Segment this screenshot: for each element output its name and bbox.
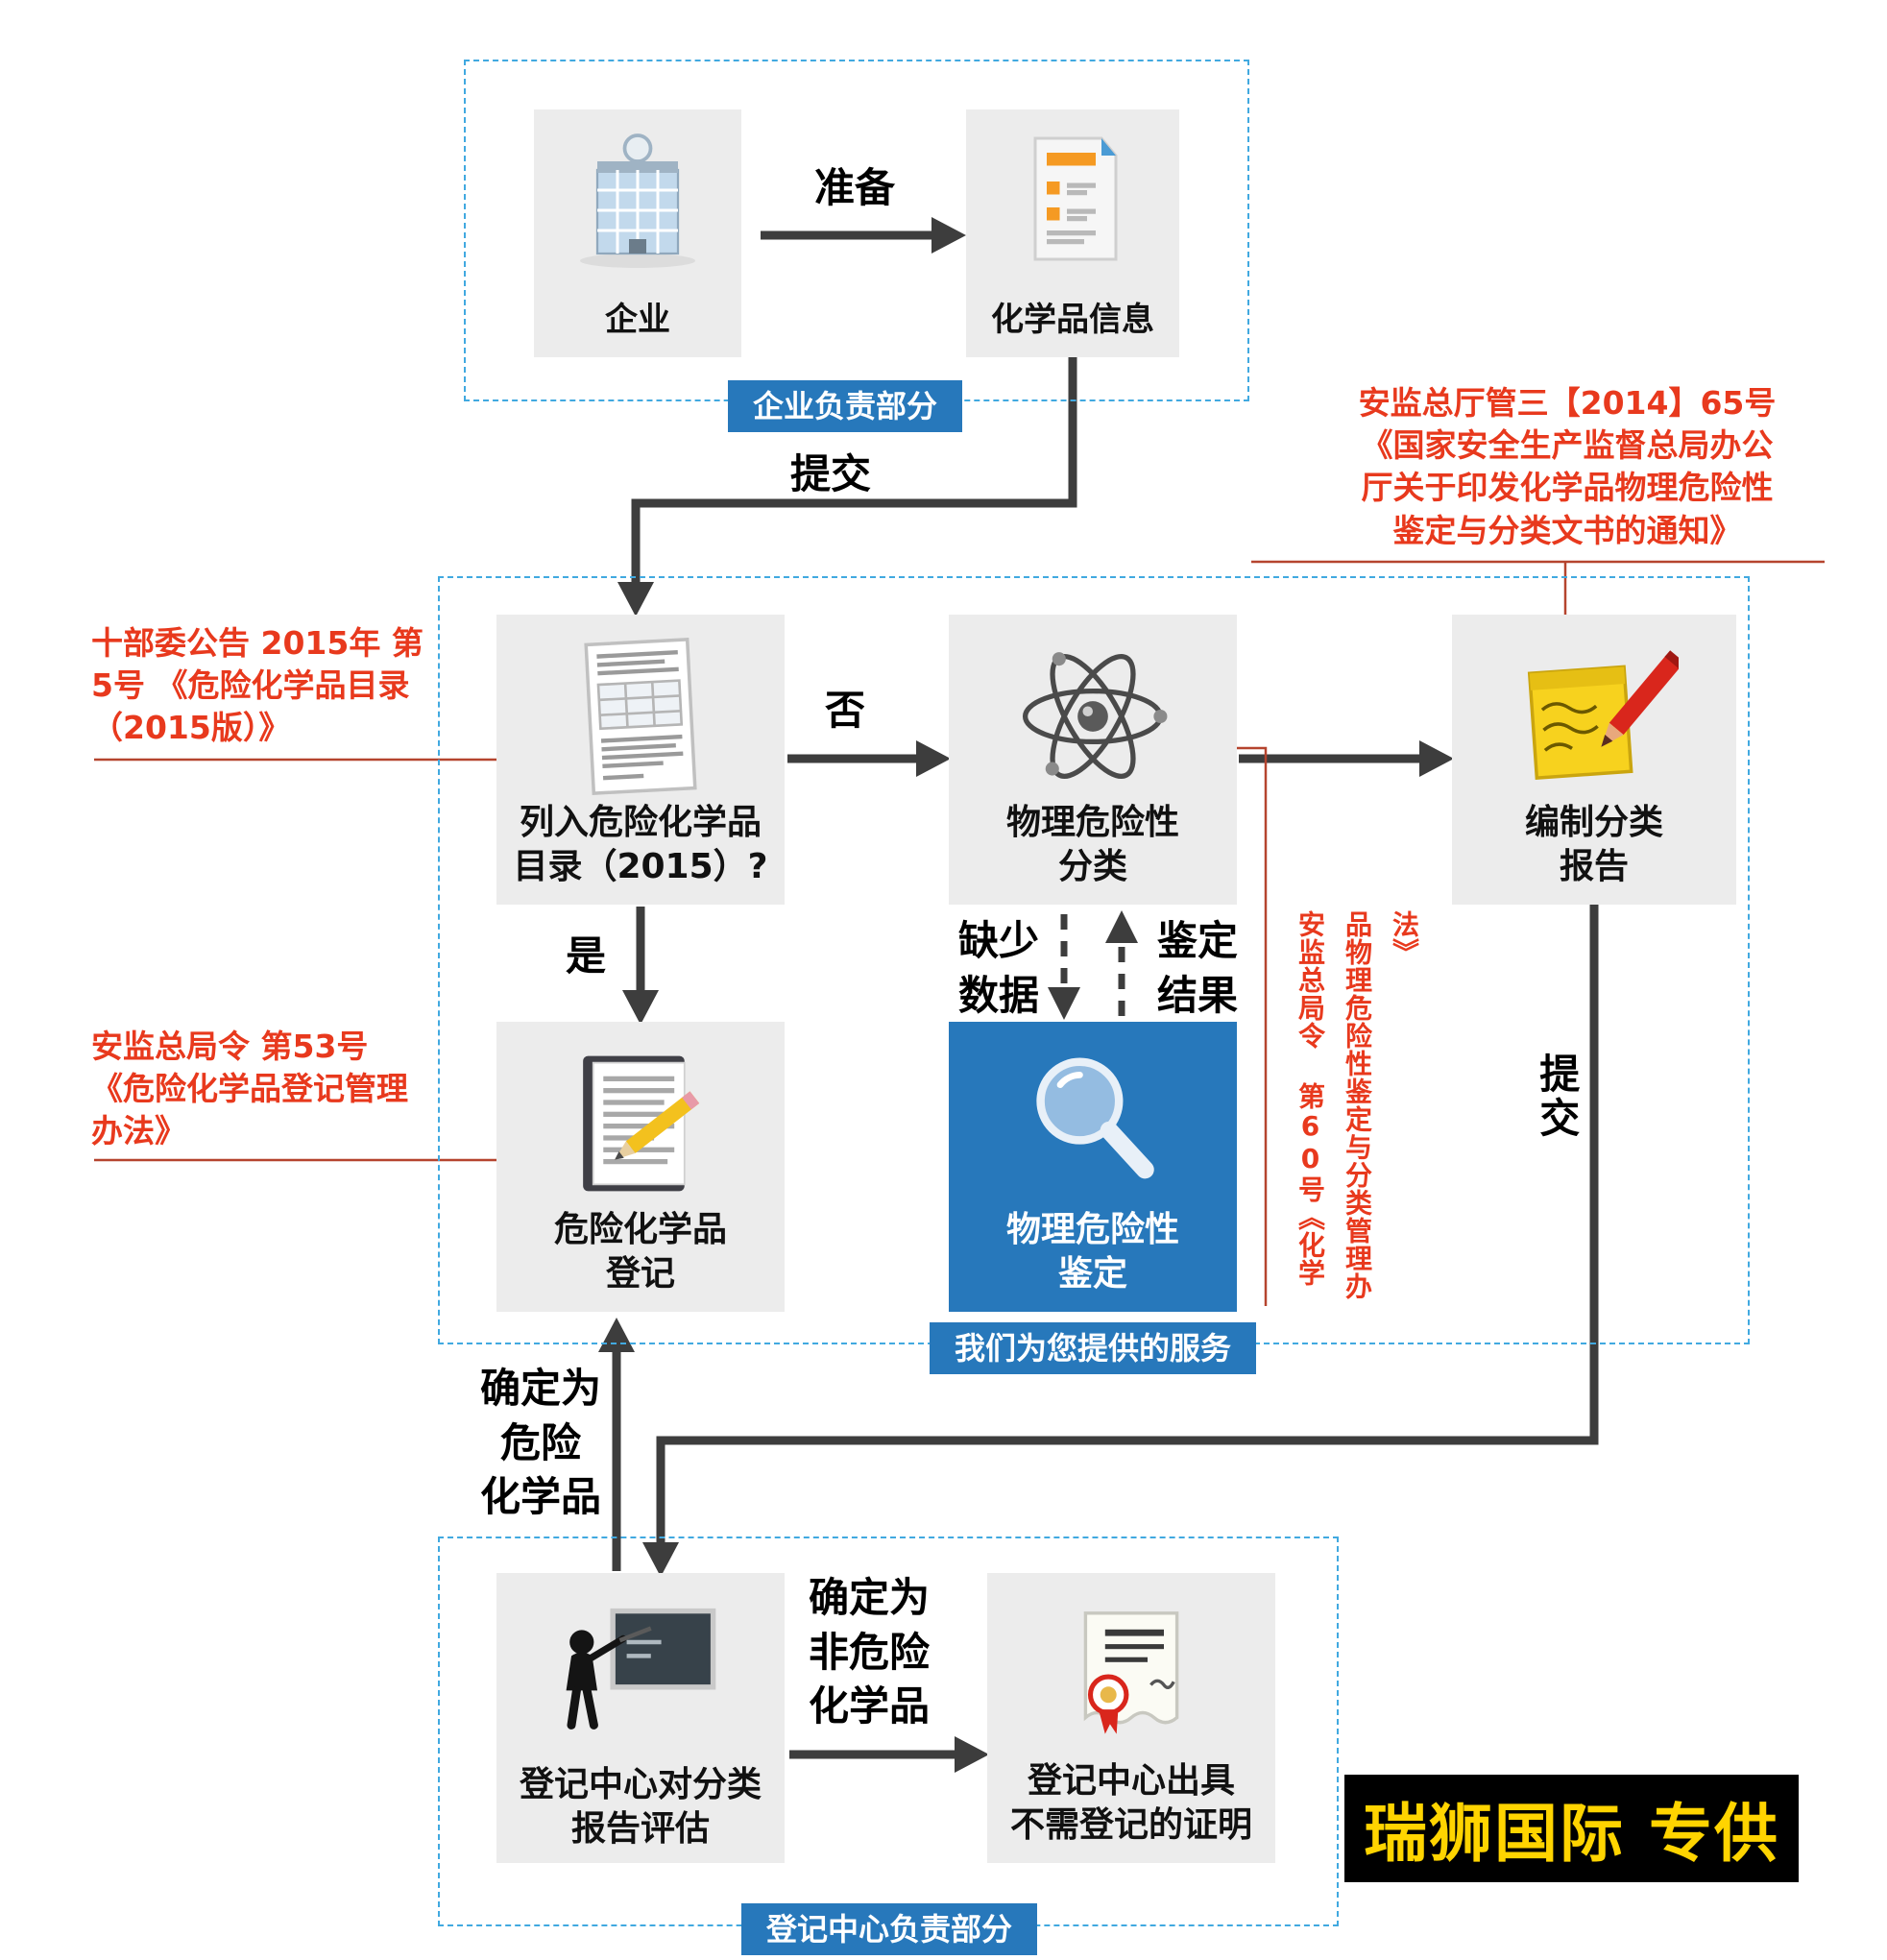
label-line: 确定为 [808,1574,930,1621]
node-hazchem-registration: 危险化学品 登记 [496,1022,785,1312]
no-branch-label: 否 [824,687,865,734]
magnifier-icon [1011,1039,1174,1202]
label-line: 鉴定 [1057,1253,1127,1294]
label-line: 安监总局令 第53号 [91,1028,369,1065]
node-company-label: 企业 [605,301,670,340]
catalog-document-icon [556,632,725,801]
label-line: 缺少 [957,917,1039,964]
service-section-tag: 我们为您提供的服务 [929,1322,1257,1374]
node-hazard-identification: 物理危险性 鉴定 [949,1022,1237,1312]
label-line: 非危险 [808,1628,930,1676]
node-catalog-check: 列入危险化学品 目录（2015）? [496,615,785,905]
node-hazard-classification-label: 物理危险性 分类 [1006,801,1179,889]
annotation-notice-ref: 安监总厅管三【2014】65号 《国家安全生产监督总局办公 厅关于印发化学品物理… [1304,382,1830,552]
confirmed-non-hazardous-label: 确定为 非危险 化学品 [792,1571,946,1734]
label-line: 列入危险化学品 [519,803,762,842]
building-icon [566,127,710,271]
label-line: 《国家安全生产监督总局办公 [1361,426,1774,465]
label-line: 安监总厅管三【2014】65号 [1358,384,1777,422]
atom-icon [1008,632,1177,801]
label-line: 鉴定 [1156,917,1238,964]
label-line: 物理危险性 [1005,803,1179,842]
node-hazard-classification: 物理危险性 分类 [949,615,1237,905]
label-line: 《危险化学品登记管理 [91,1070,408,1108]
notepad-pen-icon [1510,632,1679,801]
label-line: 办法》 [91,1112,186,1150]
label-line: 登记 [605,1254,675,1295]
prepare-arrow-label: 准备 [813,164,895,211]
submit-right-label: 提交 [1533,1053,1581,1141]
node-certificate: 登记中心出具 不需登记的证明 [987,1573,1275,1863]
label-line: 数据 [957,971,1039,1019]
registration-section-tag: 登记中心负责部分 [740,1903,1038,1955]
label-line: 鉴定与分类文书的通知》 [1392,511,1742,549]
missing-data-label: 缺少 数据 [946,914,1052,1023]
label-line: 分类 [1057,847,1127,887]
label-line: 厅关于印发化学品物理危险性 [1361,469,1774,507]
label-line: 登记中心出具 [1027,1760,1235,1801]
node-chem-info-label: 化学品信息 [991,301,1154,340]
label-line: 确定为 [479,1365,601,1412]
node-report-evaluation-label: 登记中心对分类 报告评估 [520,1763,762,1851]
node-compile-report: 编制分类 报告 [1452,615,1736,905]
label-line: 危险化学品 [553,1210,727,1249]
submit-top-label: 提交 [789,450,871,497]
node-hazchem-registration-label: 危险化学品 登记 [554,1208,727,1296]
enterprise-section-tag: 企业负责部分 [727,380,963,432]
label-line: 登记中心对分类 [519,1765,762,1804]
label-line: （2015版）》 [91,709,291,747]
node-compile-report-label: 编制分类 报告 [1525,801,1663,889]
notebook-pencil-icon [556,1039,725,1208]
certificate-icon [1050,1590,1213,1754]
yes-branch-label: 是 [565,932,606,980]
chemical-info-document-icon [1001,127,1145,271]
label-line: 十部委公告 2015年 第 [91,624,423,662]
node-hazard-identification-label: 物理危险性 鉴定 [1006,1208,1179,1296]
test-result-label: 鉴定 结果 [1145,914,1250,1023]
label-line: 报告 [1559,847,1629,887]
annotation-catalog-ref: 十部委公告 2015年 第 5号 《危险化学品目录 （2015版）》 [91,622,475,750]
node-report-evaluation: 登记中心对分类 报告评估 [496,1573,785,1863]
label-line: 报告评估 [570,1809,710,1850]
label-line: 化学品 [479,1473,601,1521]
annotation-registration-ref: 安监总局令 第53号 《危险化学品登记管理 办法》 [91,1026,447,1153]
label-line: 编制分类 [1524,803,1663,842]
teacher-blackboard-icon [554,1590,727,1763]
label-line: 结果 [1156,971,1238,1019]
node-company: 企业 [534,109,741,357]
label-line: 5号 《危险化学品目录 [91,666,410,705]
label-line: 物理危险性 [1005,1209,1179,1249]
label-line: 不需登记的证明 [1009,1804,1252,1845]
node-catalog-check-label: 列入危险化学品 目录（2015）? [513,801,767,889]
annotation-identification-ref: 安监总局令 第60号《化学品物理危险性鉴定与分类管理办法》 [1294,910,1420,1300]
label-line: 化学品 [808,1682,930,1730]
node-chem-info: 化学品信息 [966,109,1179,357]
label-line: 目录（2015）? [513,847,768,887]
node-certificate-label: 登记中心出具 不需登记的证明 [1010,1759,1252,1848]
confirmed-hazardous-label: 确定为 危险 化学品 [469,1362,613,1525]
watermark-brand: 瑞狮国际 专供 [1344,1775,1799,1882]
label-line: 危险 [499,1418,581,1466]
